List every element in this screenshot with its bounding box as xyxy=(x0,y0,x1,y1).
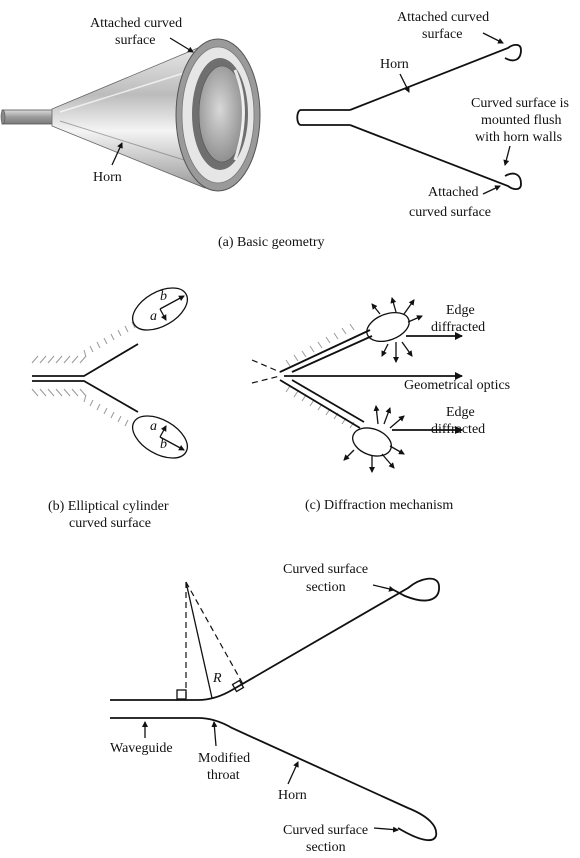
arrow-modified-throat xyxy=(211,721,218,747)
edge-bottom-line2: diffracted xyxy=(431,422,485,437)
right-attached-top-line2: surface xyxy=(422,27,462,42)
throat-dashed-upper xyxy=(251,359,281,373)
right-horn-label: Horn xyxy=(380,57,409,72)
waveguide-label: Waveguide xyxy=(110,741,173,756)
curved-top-line1: Curved surface xyxy=(283,562,368,577)
arrow-to-bottom-attached xyxy=(482,185,501,195)
left-attached-label-line1: Attached curved xyxy=(90,16,182,31)
caption-b-line2: curved surface xyxy=(69,516,151,531)
curved-bottom-line2: section xyxy=(306,840,346,855)
axis-a-bottom-label: a xyxy=(150,419,157,434)
flush-note-line2: mounted flush xyxy=(481,113,562,128)
arrow-flush-note xyxy=(503,145,511,166)
caption-c: (c) Diffraction mechanism xyxy=(305,498,453,513)
axis-a-lower-line xyxy=(159,425,167,438)
hatch-c xyxy=(285,323,355,429)
curved-bottom-line1: Curved surface xyxy=(283,823,368,838)
arrow-to-horn-wall xyxy=(399,73,410,93)
ellipse-c-upper xyxy=(366,312,410,342)
horn-d-outline xyxy=(110,577,440,842)
axis-b-lower-line xyxy=(159,436,185,451)
axis-b-upper-line xyxy=(159,295,185,310)
caption-a: (a) Basic geometry xyxy=(218,235,325,250)
arrow-to-attached-surface xyxy=(169,37,194,53)
arrow-curved-top xyxy=(372,584,395,592)
right-attached-bottom-line1: Attached xyxy=(428,185,479,200)
left-horn-label: Horn xyxy=(93,170,122,185)
throat-dashed-lower xyxy=(251,375,281,384)
arrow-to-horn-3d xyxy=(111,142,123,166)
arrow-horn-d xyxy=(287,761,299,785)
scatter-arrows-bottom xyxy=(343,405,405,473)
horn-d-label: Horn xyxy=(278,788,307,803)
radius-line xyxy=(185,581,213,699)
ellipse-lower xyxy=(132,415,188,459)
radius-label: R xyxy=(212,671,222,686)
caption-b-line1: (b) Elliptical cylinder xyxy=(48,499,169,514)
horn-3d-illustration xyxy=(0,38,261,192)
panel-a-basic-geometry: Attached curved surface Horn Attached cu… xyxy=(0,10,569,250)
edge-top-line1: Edge xyxy=(446,303,475,318)
axis-b-top-label: b xyxy=(160,289,167,304)
flush-note-line3: with horn walls xyxy=(475,130,562,145)
horn-cross-section-outline xyxy=(296,43,522,191)
right-angle-mark-1 xyxy=(176,689,187,700)
left-attached-label-line2: surface xyxy=(115,33,155,48)
panel-b-elliptical-cylinder: b a a b (b) Elliptical cylinder curved s… xyxy=(31,287,188,531)
geometrical-optics-label: Geometrical optics xyxy=(404,378,510,393)
scatter-arrows-top xyxy=(371,297,423,363)
axis-b-bottom-label: b xyxy=(160,437,167,452)
arrow-curved-bottom xyxy=(373,826,399,833)
ellipse-c-lower xyxy=(352,427,392,457)
right-attached-bottom-line2: curved surface xyxy=(409,205,491,220)
waveguide-pipe xyxy=(1,109,55,125)
hatch-upper xyxy=(31,321,136,427)
edge-top-line2: diffracted xyxy=(431,320,485,335)
panel-c-diffraction: Edge diffracted Geometrical optics Edge … xyxy=(251,297,510,513)
modified-throat-line2: throat xyxy=(207,768,240,783)
axis-a-upper-line xyxy=(159,308,167,321)
curved-top-line2: section xyxy=(306,580,346,595)
right-angle-mark-2 xyxy=(231,679,245,693)
edge-bottom-line1: Edge xyxy=(446,405,475,420)
ellipse-upper xyxy=(132,287,188,331)
flush-note-line1: Curved surface is xyxy=(471,96,569,111)
modified-throat-line1: Modified xyxy=(198,751,250,766)
axis-a-top-label: a xyxy=(150,309,157,324)
right-attached-top-line1: Attached curved xyxy=(397,10,489,25)
horn-c-outline xyxy=(279,329,373,429)
arrow-to-top-attached xyxy=(482,32,504,44)
panel-d-modified-throat: R Curved surface section Waveguide Modif… xyxy=(110,562,440,855)
horn-b-outline xyxy=(32,343,139,413)
